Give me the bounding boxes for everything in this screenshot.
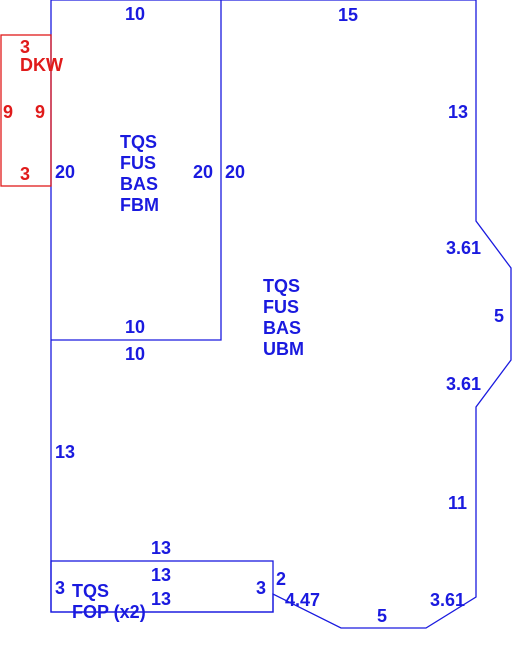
main-room-right-upper-dimension: 13 — [448, 102, 468, 122]
red-room-label: DKW — [20, 55, 63, 75]
main-room-right-mid-dimension: 5 — [494, 306, 504, 326]
upper-left-room-label-3: BAS — [120, 174, 158, 194]
bottom-room-right-dimension: 3 — [256, 578, 266, 598]
upper-left-room-left-dimension: 20 — [55, 162, 75, 182]
main-room-angle-bottom-right-dimension: 3.61 — [430, 590, 465, 610]
upper-left-room-label-4: FBM — [120, 195, 159, 215]
upper-left-room-right-dimension: 20 — [193, 162, 213, 182]
main-room-notch-dimension: 2 — [276, 569, 286, 589]
bottom-room-outline — [50, 560, 274, 613]
main-room-angle-bottom-left-dimension: 4.47 — [285, 590, 320, 610]
red-room-top-dimension: 3 — [20, 37, 30, 57]
upper-left-room-bottom-dimension: 10 — [125, 317, 145, 337]
main-room-top-dimension: 15 — [338, 5, 358, 25]
bottom-room-top-outer-dimension: 13 — [151, 538, 171, 558]
main-room-left-lower-dimension: 13 — [55, 442, 75, 462]
main-room-top-left-segment-dimension: 10 — [125, 344, 145, 364]
red-room-outline — [0, 34, 52, 187]
bottom-room-left-dimension: 3 — [55, 578, 65, 598]
upper-left-room-outline — [51, 0, 222, 341]
main-room-angle-lower-dimension: 3.61 — [446, 374, 481, 394]
upper-left-room-top-dimension: 10 — [125, 4, 145, 24]
red-room-right-dimension: 9 — [35, 102, 45, 122]
bottom-room-bottom-dimension: 13 — [151, 589, 171, 609]
main-room-label-4: UBM — [263, 339, 304, 359]
bottom-room-label-1: TQS — [72, 581, 109, 601]
main-room-label-2: FUS — [263, 297, 299, 317]
main-room-angle-upper-dimension: 3.61 — [446, 238, 481, 258]
upper-left-room-label-1: TQS — [120, 132, 157, 152]
main-room-label-1: TQS — [263, 276, 300, 296]
upper-left-room-label-2: FUS — [120, 153, 156, 173]
main-room-bottom-dimension: 5 — [377, 606, 387, 626]
main-room-left-top-dimension: 20 — [225, 162, 245, 182]
red-room-bottom-dimension: 3 — [20, 164, 30, 184]
main-room-right-lower-dimension: 11 — [448, 493, 467, 513]
bottom-room-label-2: FOP (x2) — [72, 602, 146, 622]
bottom-room-top-dimension: 13 — [151, 565, 171, 585]
red-room-left-dimension: 9 — [3, 102, 13, 122]
main-room-label-3: BAS — [263, 318, 301, 338]
